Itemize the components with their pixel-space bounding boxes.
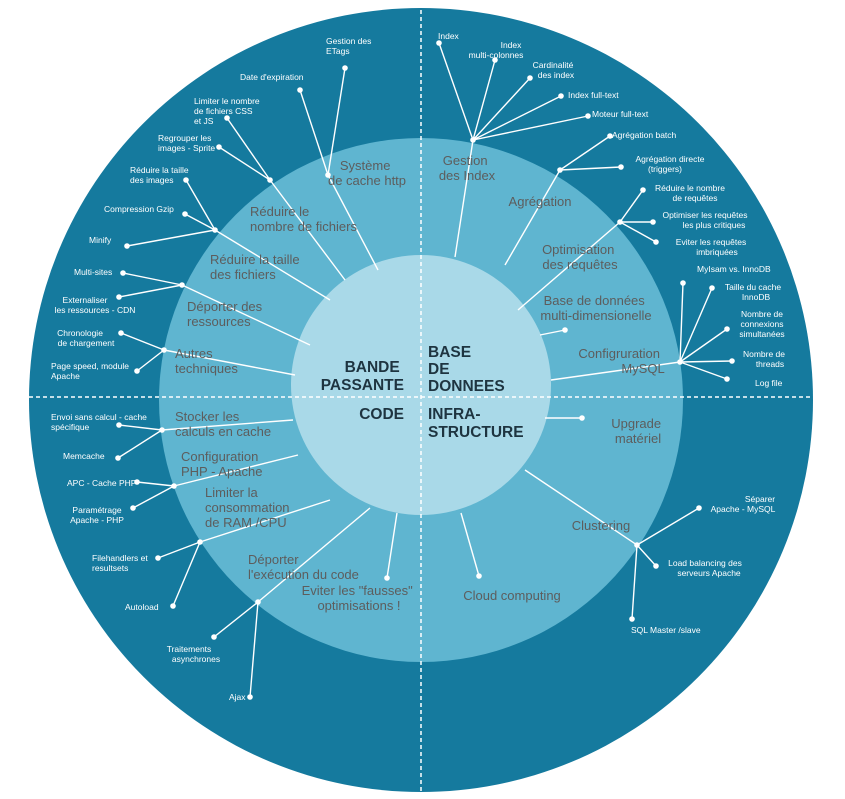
mid-clustering: Clustering bbox=[572, 518, 631, 533]
mid-reduire-taille: Réduire la taille des fichiers bbox=[210, 252, 303, 282]
mid-systeme-cache: Système de cache http bbox=[328, 158, 406, 188]
mid-gestion-index: Gestion des Index bbox=[439, 153, 496, 183]
leaf-memcache: Memcache bbox=[63, 451, 105, 461]
leaf-ajax: Ajax bbox=[229, 692, 246, 702]
mid-base-multi: Base de données multi-dimensionelle bbox=[540, 293, 651, 323]
mid-upgrade: Upgrade matériel bbox=[611, 416, 665, 446]
mid-cloud: Cloud computing bbox=[463, 588, 561, 603]
mid-stocker-calculs: Stocker les calculs en cache bbox=[175, 409, 271, 439]
leaf-date-expiration: Date d'expiration bbox=[240, 72, 304, 82]
leaf-autoload: Autoload bbox=[125, 602, 159, 612]
mid-deporter-ressources: Déporter des ressources bbox=[187, 299, 266, 329]
leaf-apc: APC - Cache PHP bbox=[67, 478, 137, 488]
core-base-de-donnees: BASE DE DONNEES bbox=[428, 344, 505, 395]
leaf-multi-sites: Multi-sites bbox=[74, 267, 112, 277]
leaf-sql-master: SQL Master /slave bbox=[631, 625, 701, 635]
mid-agregation: Agrégation bbox=[509, 194, 572, 209]
leaf-agregation-batch: Agrégation batch bbox=[612, 130, 677, 140]
core-bande-passante: BANDE PASSANTE bbox=[321, 359, 404, 394]
mid-autres-techniques: Autres techniques bbox=[175, 346, 238, 376]
leaf-log-file: Log file bbox=[755, 378, 783, 388]
leaf-myisam: MyIsam vs. InnoDB bbox=[697, 264, 771, 274]
mid-config-mysql: Configruration MySQL bbox=[578, 346, 664, 376]
mid-deporter-execution: Déporter l'exécution du code bbox=[248, 552, 359, 582]
mid-optimisation-requetes: Optimisation des requêtes bbox=[542, 242, 618, 272]
leaf-gzip: Compression Gzip bbox=[104, 204, 174, 214]
branch-dots bbox=[115, 40, 735, 700]
mid-fausses-optimisations: Eviter les "fausses" optimisations ! bbox=[302, 583, 417, 613]
leaf-index: Index bbox=[438, 31, 460, 41]
mid-reduire-fichiers: Réduire le nombre de fichiers bbox=[250, 204, 357, 234]
branch-connectors bbox=[117, 42, 733, 698]
mid-limiter-conso: Limiter la consommation de RAM /CPU bbox=[205, 485, 293, 530]
core-code: CODE bbox=[359, 406, 404, 423]
leaf-minify: Minify bbox=[89, 235, 112, 245]
mid-config-php: Configuration PHP - Apache bbox=[181, 449, 262, 479]
leaf-moteur-fulltext: Moteur full-text bbox=[592, 109, 649, 119]
leaf-agregation-directe: Agrégation directe(triggers) bbox=[636, 154, 705, 174]
core-infrastructure: INFRA- STRUCTURE bbox=[428, 406, 524, 441]
leaf-index-fulltext: Index full-text bbox=[568, 90, 619, 100]
